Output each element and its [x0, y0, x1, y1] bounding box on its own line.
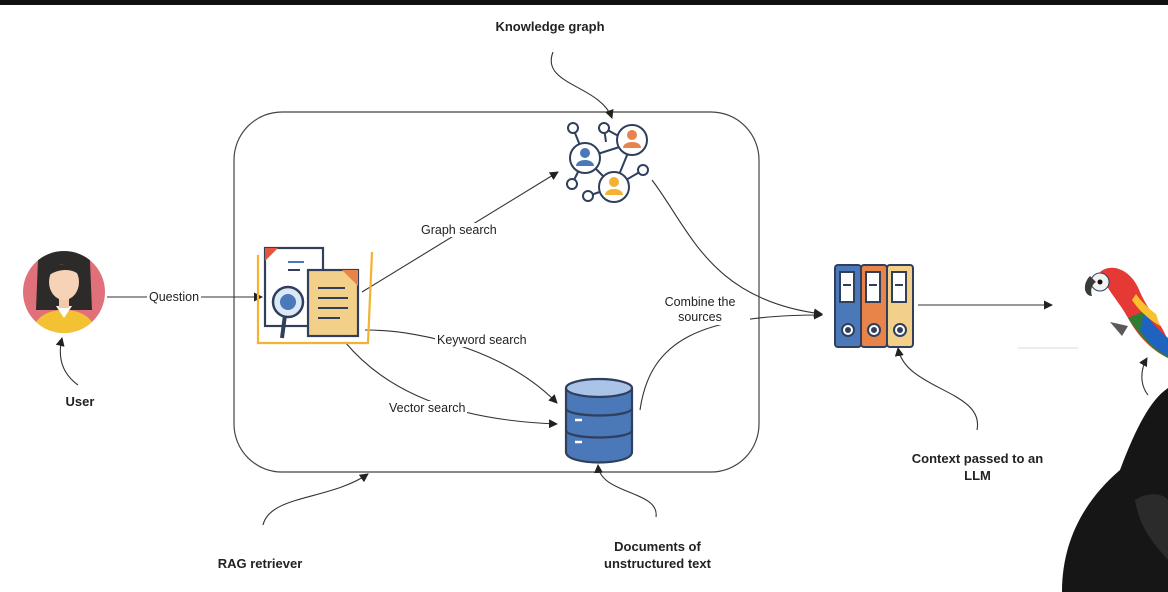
top-border [0, 0, 1168, 5]
arrow-llm-label [1139, 357, 1149, 396]
database-icon [564, 377, 634, 464]
question-label: Question [147, 290, 202, 304]
combine-line-1: Combine the [664, 295, 736, 309]
context-label: Context passed to an LLM [900, 450, 1055, 484]
arrow-documents-label [594, 464, 657, 518]
arrow-user-label [55, 337, 79, 386]
documents-label: Documents of unstructured text [585, 538, 730, 572]
knowledge-graph-label: Knowledge graph [495, 19, 605, 34]
user-avatar-icon [23, 251, 105, 333]
arrow-graph-to-context [651, 179, 823, 318]
keyword-search-label: Keyword search [435, 333, 529, 347]
vector-search-label: Vector search [387, 401, 468, 415]
combine-line-2: sources [678, 310, 722, 324]
arrow-context-label [894, 347, 978, 431]
arrow-rag-label [262, 473, 369, 526]
documents-search-icon [256, 246, 374, 345]
rag-retriever-label: RAG retriever [217, 556, 303, 571]
binders-icon [834, 264, 914, 348]
arrow-vector-search [344, 341, 558, 429]
arrow-keyword-search [364, 329, 558, 404]
combine-sources-label: Combine the sources [650, 295, 750, 325]
user-label: User [65, 394, 95, 409]
arrow-db-to-context [639, 310, 823, 411]
context-line-1: Context passed to an [911, 451, 1044, 466]
connectors [55, 51, 1149, 526]
documents-line-1: Documents of [614, 539, 701, 554]
documents-line-2: unstructured text [604, 556, 711, 571]
presenter-silhouette [1062, 388, 1168, 592]
context-line-2: LLM [964, 468, 991, 483]
rag-retriever-box [233, 111, 760, 473]
knowledge-graph-icon [566, 122, 649, 203]
graph-search-label: Graph search [419, 223, 499, 237]
arrow-knowledge-graph-label [550, 51, 614, 119]
parrot-icon [1084, 267, 1168, 358]
